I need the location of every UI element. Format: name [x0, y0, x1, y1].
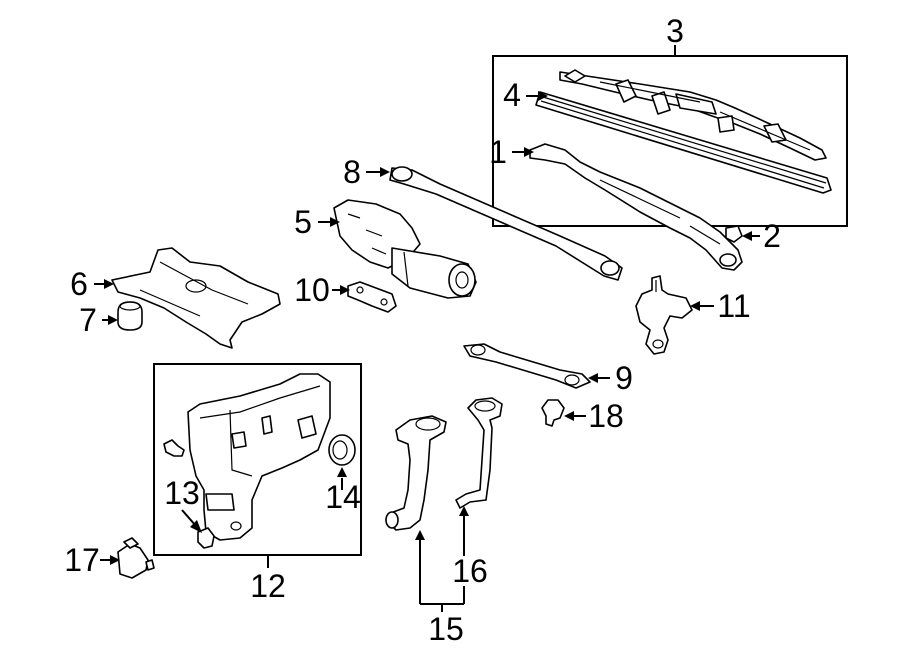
callout-12: 12	[250, 568, 286, 604]
callout-13: 13	[164, 475, 200, 511]
reservoir-group-box	[153, 363, 362, 556]
mounting-bracket	[347, 281, 397, 313]
callout-6: 6	[70, 266, 88, 302]
callout-7: 7	[79, 302, 97, 338]
callout-10: 10	[294, 272, 330, 308]
pump-grommet	[328, 434, 356, 466]
callout-11: 11	[717, 288, 750, 324]
connecting-rod	[463, 343, 591, 389]
callout-18: 18	[588, 398, 624, 434]
callout-3: 3	[666, 13, 684, 49]
wiper-blade-assembly	[535, 69, 832, 194]
filler-neck	[385, 415, 447, 531]
filler-cap-hose	[455, 397, 503, 509]
pivot-assembly	[635, 275, 693, 355]
callout-4: 4	[503, 77, 521, 113]
callout-9: 9	[615, 360, 633, 396]
callout-8: 8	[343, 154, 361, 190]
callout-14: 14	[325, 479, 361, 515]
grommet	[117, 301, 143, 331]
callout-16: 16	[452, 553, 488, 589]
linkage-rod	[389, 166, 623, 281]
wiper-arm	[529, 143, 743, 271]
rear-washer-pump	[117, 537, 155, 579]
callout-15: 15	[428, 611, 464, 647]
callout-2: 2	[763, 218, 781, 254]
callout-17: 17	[64, 542, 100, 578]
washer-reservoir	[163, 373, 331, 541]
motor-cover	[111, 247, 281, 349]
nozzle	[541, 399, 565, 427]
arm-cap	[725, 225, 743, 243]
wiper-motor	[333, 199, 477, 299]
callout-5: 5	[294, 204, 312, 240]
callout-1: 1	[489, 134, 507, 170]
